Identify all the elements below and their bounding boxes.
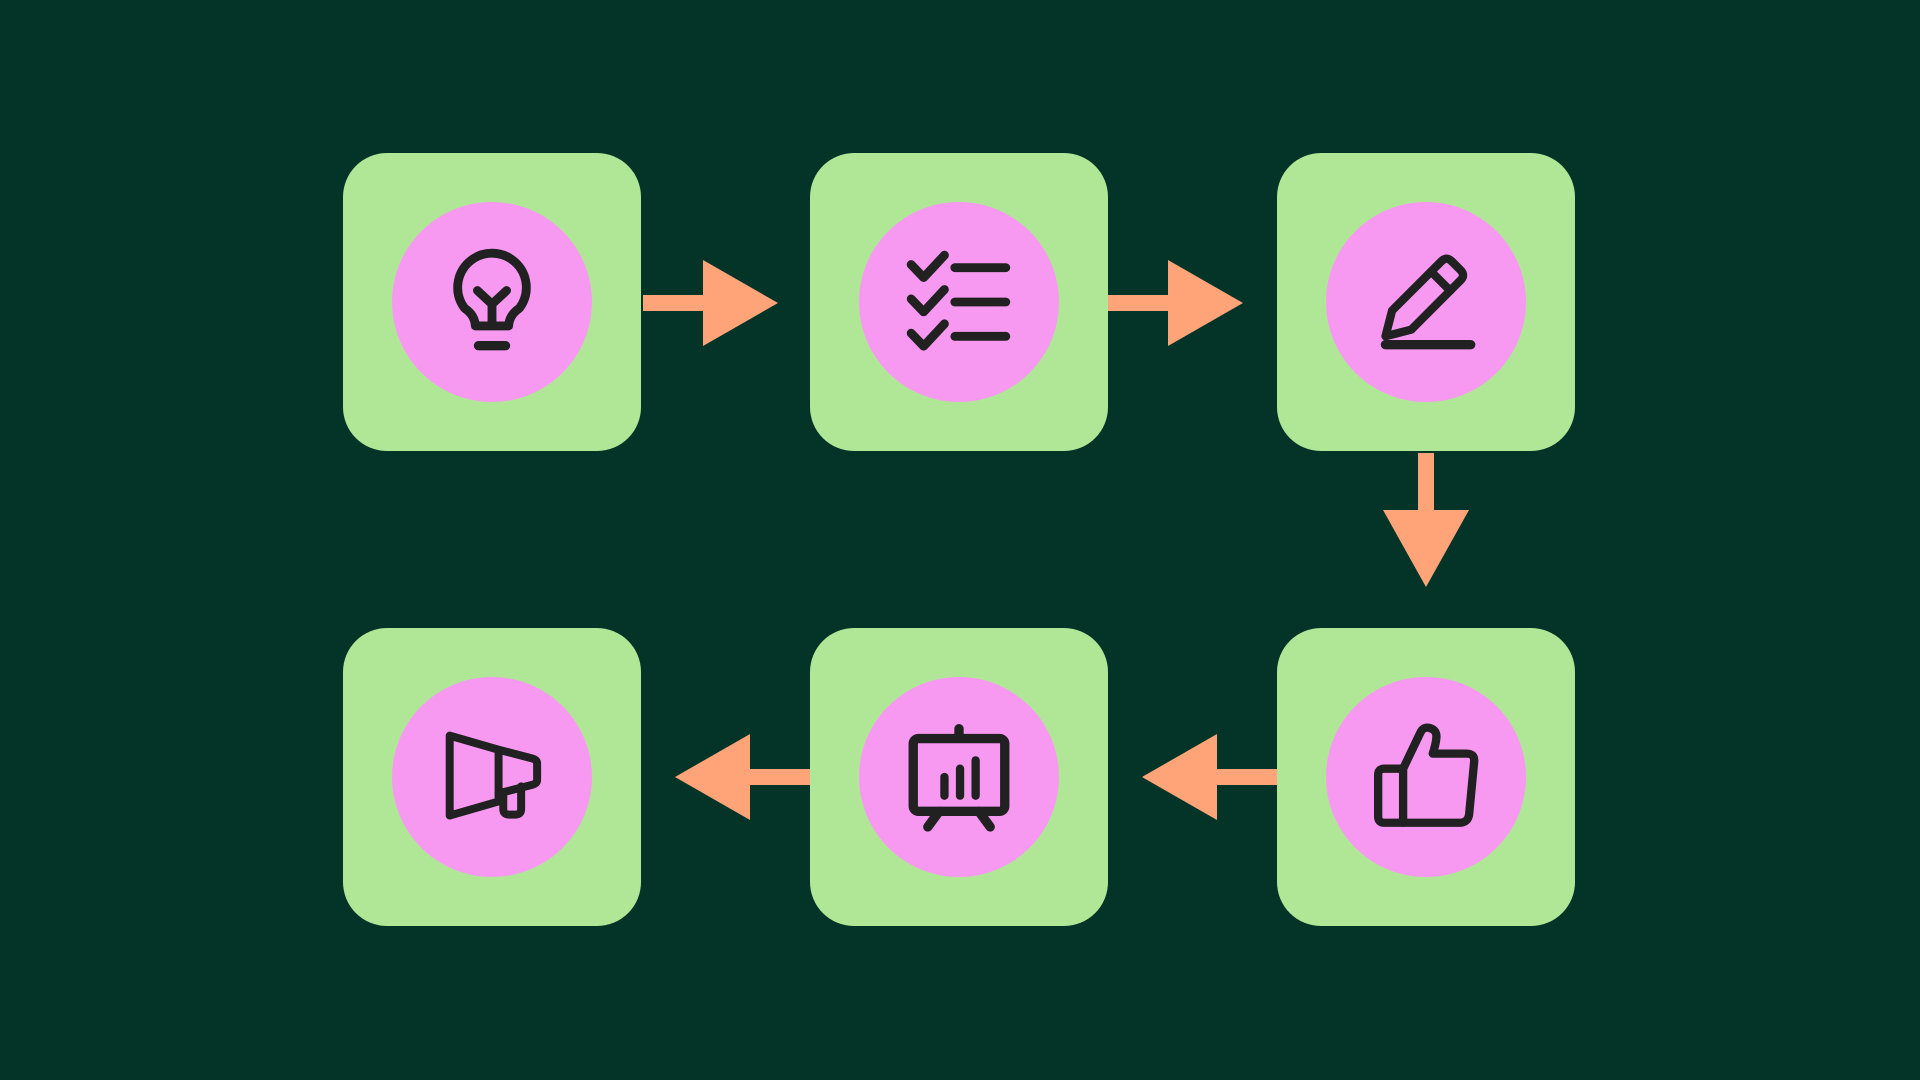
checklist-icon — [907, 250, 1011, 354]
step-box-thumbs-up — [1277, 628, 1575, 926]
arrow-left-icon — [1142, 734, 1277, 820]
flow-arrow-presentation-chart-to-megaphone — [675, 734, 810, 820]
icon-circle-lightbulb — [392, 202, 592, 402]
arrow-right-icon — [643, 260, 778, 346]
arrow-down-icon — [1383, 453, 1469, 587]
thumbs-up-icon — [1374, 725, 1478, 829]
icon-circle-thumbs-up — [1326, 677, 1526, 877]
icon-circle-megaphone — [392, 677, 592, 877]
step-box-megaphone — [343, 628, 641, 926]
flow-arrow-checklist-to-pencil — [1108, 260, 1243, 346]
icon-circle-presentation-chart — [859, 677, 1059, 877]
flow-arrow-lightbulb-to-checklist — [643, 260, 778, 346]
lightbulb-icon — [440, 250, 544, 354]
step-box-pencil — [1277, 153, 1575, 451]
step-box-checklist — [810, 153, 1108, 451]
flow-arrow-pencil-to-thumbs-up — [1383, 453, 1469, 587]
icon-circle-pencil — [1326, 202, 1526, 402]
icon-circle-checklist — [859, 202, 1059, 402]
step-box-lightbulb — [343, 153, 641, 451]
step-box-presentation-chart — [810, 628, 1108, 926]
megaphone-icon — [445, 730, 539, 824]
arrow-left-icon — [675, 734, 810, 820]
arrow-right-icon — [1108, 260, 1243, 346]
presentation-chart-icon — [907, 725, 1011, 829]
pencil-icon — [1374, 250, 1478, 354]
flow-arrow-thumbs-up-to-presentation-chart — [1142, 734, 1277, 820]
